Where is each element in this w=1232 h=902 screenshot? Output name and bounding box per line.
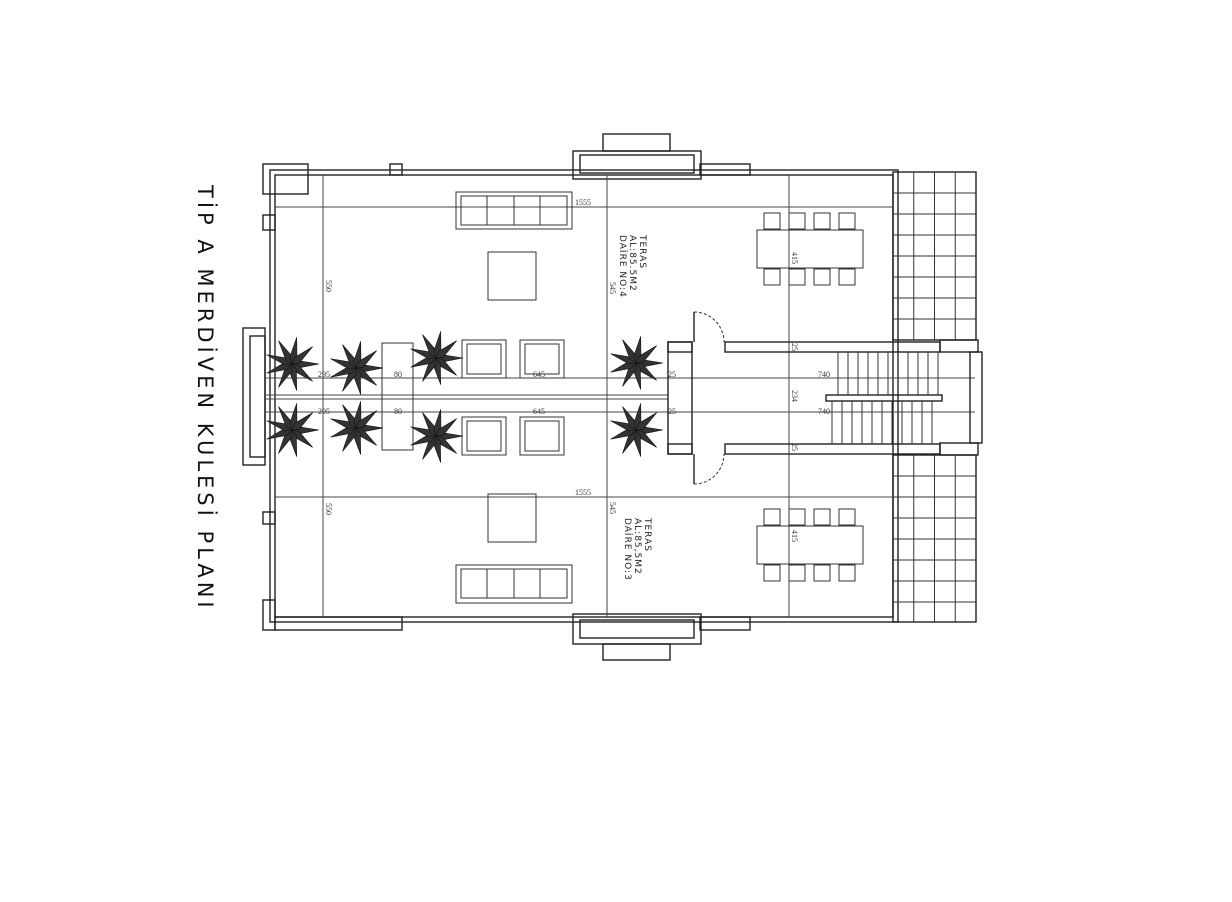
unit-bottom-area: AL:85,5M2	[632, 518, 642, 575]
dining-chair	[838, 564, 856, 582]
palm-tree-icon	[266, 337, 320, 391]
palm-tree-icon	[266, 403, 320, 457]
unit-label-top: TERAS AL:85.5M2 DAİRE NO:4	[617, 234, 647, 298]
palm-frond	[355, 410, 377, 429]
door-swing-bottom	[693, 453, 725, 485]
armchair	[519, 339, 565, 379]
dining-chair	[813, 268, 831, 286]
dim-stair-top: 25	[790, 343, 799, 351]
building-outline	[242, 163, 899, 631]
palm-frond	[291, 412, 313, 431]
dim-left-top: 550	[324, 280, 333, 292]
palm-tree-icon	[330, 341, 384, 395]
dining-chair	[813, 508, 831, 526]
unit-top-number: DAİRE NO:4	[617, 235, 628, 298]
coffee-table-top	[487, 251, 537, 301]
terrace-tiles	[892, 171, 977, 622]
palm-tree-icon	[410, 331, 464, 385]
sofa-top	[455, 191, 573, 230]
dim-corr-d1: 25	[668, 370, 676, 379]
palm-frond	[355, 350, 377, 369]
armchairs	[461, 339, 565, 456]
dim-stair-mid: 234	[790, 390, 799, 402]
dim-mid-bottom: 545	[608, 502, 617, 514]
palm-tree-icon	[610, 336, 664, 390]
stair-steps	[831, 352, 939, 444]
terrace-bottom	[892, 454, 977, 623]
dim-mid-top: 545	[608, 282, 617, 294]
dim-corr-b2: 80	[394, 407, 402, 416]
dim-right-bottom: 415	[790, 530, 799, 542]
unit-top-name: TERAS	[637, 234, 647, 269]
planter-bench	[381, 342, 414, 451]
palm-tree-icon	[610, 403, 664, 457]
palm-frond	[435, 418, 457, 437]
balcony-bottom	[572, 613, 702, 661]
palm-frond	[291, 346, 313, 365]
dim-corr-a2: 295	[318, 407, 330, 416]
palm-tree-icon	[410, 409, 464, 463]
palm-frond	[435, 340, 457, 359]
dim-corr-d2: 25	[668, 407, 676, 416]
dim-corr-c2: 645	[533, 407, 545, 416]
dining-chair	[838, 508, 856, 526]
dining-chair	[788, 564, 806, 582]
dim-stair-run2: 740	[818, 407, 830, 416]
sofa-bottom	[455, 564, 573, 604]
dining-chair	[788, 212, 806, 230]
plan-title: TİP A MERDİVEN KULESİ PLANI	[193, 184, 218, 612]
dim-right-top: 415	[790, 252, 799, 264]
unit-top-area: AL:85.5M2	[627, 235, 637, 292]
armchair-seat	[524, 420, 560, 452]
dining-sets	[756, 212, 864, 582]
armchair	[461, 416, 507, 456]
terrace-top	[892, 171, 977, 341]
dining-chair	[763, 212, 781, 230]
dim-width-bottom: 1555	[575, 488, 591, 497]
palm-tree-icon	[330, 401, 384, 455]
dining-chair	[788, 508, 806, 526]
dim-stair-run1: 740	[818, 370, 830, 379]
dim-left-bottom: 550	[324, 503, 333, 515]
dim-width-top: 1555	[575, 198, 591, 207]
armchair-seat	[466, 343, 502, 375]
unit-bottom-name: TERAS	[642, 517, 652, 552]
dining-table	[756, 229, 864, 269]
dining-chair	[838, 268, 856, 286]
unit-label-bottom: TERAS AL:85,5M2 DAİRE NO:3	[622, 517, 652, 581]
dim-stair-bottom: 25	[790, 443, 799, 451]
palm-frond	[635, 412, 657, 431]
coffee-table-bottom	[487, 493, 537, 543]
dim-corr-b1: 80	[394, 370, 402, 379]
dining-chair	[763, 564, 781, 582]
armchair-seat	[466, 420, 502, 452]
door-swing-top	[693, 311, 725, 343]
balcony-top	[572, 133, 702, 180]
palm-frond	[635, 345, 657, 364]
dining-table	[756, 525, 864, 565]
dining-chair	[763, 508, 781, 526]
dining-chair	[763, 268, 781, 286]
dining-chair	[813, 212, 831, 230]
armchair	[461, 339, 507, 379]
dining-chair	[813, 564, 831, 582]
unit-bottom-number: DAİRE NO:3	[622, 518, 633, 581]
armchair	[519, 416, 565, 456]
armchair-seat	[524, 343, 560, 375]
dining-chair	[788, 268, 806, 286]
dimension-lines	[265, 175, 975, 617]
dim-corr-a1: 295	[318, 370, 330, 379]
dining-chair	[838, 212, 856, 230]
palm-trees	[266, 331, 664, 463]
